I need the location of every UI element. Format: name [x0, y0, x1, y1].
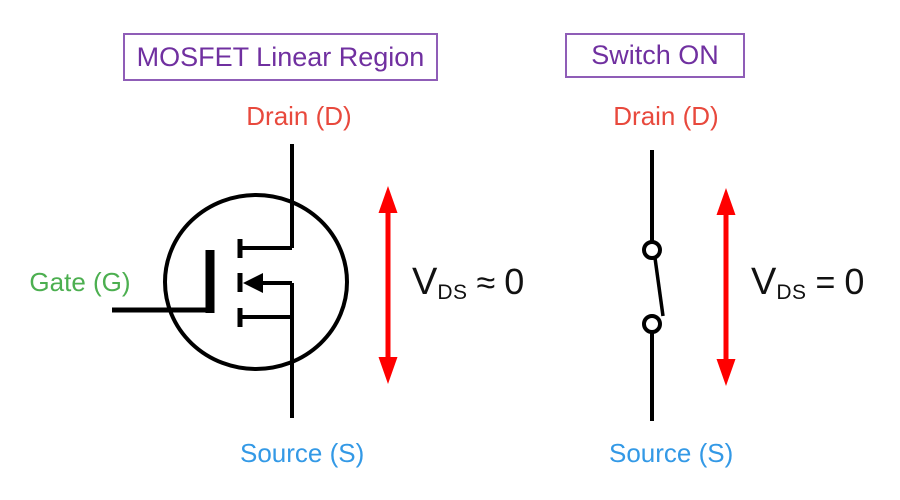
- vds-subscript: DS: [776, 281, 807, 304]
- vds-symbol: V: [412, 261, 438, 303]
- vds-relation: =: [815, 264, 836, 302]
- source-label-right: Source (S): [609, 438, 734, 468]
- vds-symbol: V: [751, 261, 777, 303]
- title-box-switch: Switch ON: [565, 33, 745, 78]
- switch-top-contact: [642, 240, 662, 260]
- drain-label-right: Drain (D): [613, 101, 719, 131]
- switch-bottom-contact: [642, 314, 662, 334]
- switch-symbol-icon: [642, 150, 665, 421]
- mosfet-body-circle: [163, 193, 349, 371]
- mosfet-body-arrowhead: [243, 273, 263, 293]
- vds-arrow-right-icon: [716, 188, 736, 386]
- switch-blade: [653, 257, 665, 317]
- gate-label: Gate (G): [29, 267, 131, 297]
- vds-value: 0: [844, 261, 865, 302]
- vds-arrow-right-head-down: [716, 359, 736, 386]
- title-mosfet-label: MOSFET Linear Region: [136, 41, 425, 72]
- mosfet-symbol-icon: [112, 144, 349, 418]
- source-label-left: Source (S): [240, 438, 365, 468]
- vds-arrow-left-icon: [378, 186, 398, 384]
- title-switch-label: Switch ON: [591, 40, 719, 70]
- vds-subscript: DS: [437, 281, 468, 304]
- vds-arrow-right-head-up: [716, 188, 736, 215]
- vds-arrow-left-head-down: [378, 357, 398, 384]
- drain-label-left: Drain (D): [246, 101, 352, 131]
- vds-relation: ≈: [476, 264, 496, 302]
- vds-arrow-left-head-up: [378, 186, 398, 213]
- title-box-mosfet: MOSFET Linear Region: [123, 33, 438, 81]
- vds-value: 0: [504, 261, 525, 302]
